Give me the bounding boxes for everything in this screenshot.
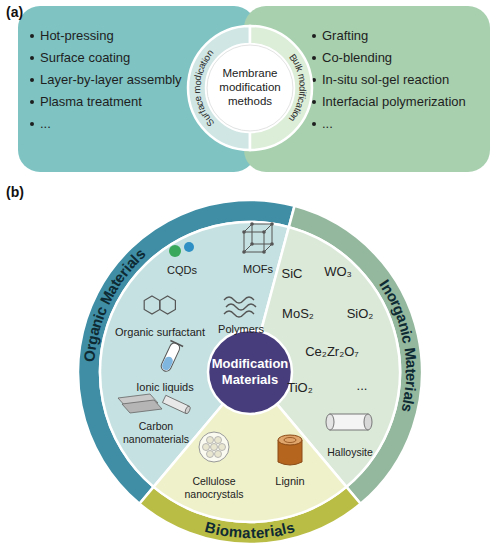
halloysite-icon — [326, 414, 372, 430]
node-text: Halloysite — [327, 446, 373, 459]
node-text: SiC — [282, 266, 303, 282]
node-text: TiO₂ — [287, 380, 313, 396]
arc-letter: a — [402, 359, 420, 368]
node-text: SiO₂ — [347, 306, 374, 322]
bullet-dot — [312, 56, 316, 60]
bullet-dot — [312, 34, 316, 38]
node-text: Hot-pressing — [40, 28, 114, 44]
cellulose-icon — [199, 432, 229, 462]
node-text: Surface coating — [40, 50, 130, 66]
node-text: CQDs — [167, 264, 197, 277]
node-text: ... — [322, 116, 333, 132]
node-text: Plasma treatment — [40, 94, 142, 110]
arc-letter: o — [297, 81, 309, 87]
node-text: ... — [40, 116, 51, 132]
node-text: MOFs — [243, 263, 273, 276]
node-text: Membrane modification methods — [210, 67, 290, 108]
node-text: Grafting — [322, 28, 368, 44]
center-circle: Modification Materials — [208, 330, 292, 414]
lignin-icon — [278, 435, 302, 465]
node-text: Cellulose nanocrystals — [176, 475, 252, 500]
arc-letter: M — [400, 346, 419, 360]
node-text: ... — [357, 378, 368, 394]
node-text: Ionic liquids — [136, 381, 193, 394]
node-text: In-situ sol-gel reaction — [322, 72, 449, 88]
node-text: Ce₂Zr₂O₇ — [305, 344, 359, 360]
bullet-dot — [30, 56, 34, 60]
node-text: Lignin — [275, 475, 304, 488]
arc-letter: m — [191, 85, 203, 93]
bullet-dot — [312, 100, 316, 104]
bullet-dot — [312, 122, 316, 126]
method-ring: Surface modicationBulk modificationMembr… — [188, 26, 312, 150]
bullet-dot — [30, 34, 34, 38]
node-text: Polymers — [218, 323, 264, 336]
shape-outline — [207, 45, 293, 131]
node-text: Carbon nanomaterials — [117, 420, 195, 445]
node-text: Organic surfactant — [115, 326, 205, 339]
bullet-dot — [30, 122, 34, 126]
node-text: WO₃ — [324, 264, 352, 280]
node-text: Layer-by-layer assembly — [40, 72, 182, 88]
bullet-dot — [30, 100, 34, 104]
bullet-dot — [30, 78, 34, 82]
arc-letter: t — [251, 524, 256, 542]
node-text: MoS₂ — [282, 306, 314, 322]
node-text: Modification Materials — [211, 356, 289, 387]
arc-letter: e — [402, 373, 420, 382]
arc-letter: a — [242, 524, 251, 542]
shape-outline — [208, 330, 292, 414]
arc-letter: O — [80, 349, 99, 362]
node-text: Co-blending — [322, 50, 392, 66]
arc-letter: m — [228, 523, 243, 542]
panel-label: (b) — [6, 184, 24, 200]
node-text: Interfacial polymerization — [322, 94, 466, 110]
arc-letter: t — [402, 368, 420, 373]
arc-letter: d — [297, 86, 308, 92]
panel-label: (a) — [6, 4, 23, 20]
center-circle: Membrane modification methods — [206, 44, 294, 132]
